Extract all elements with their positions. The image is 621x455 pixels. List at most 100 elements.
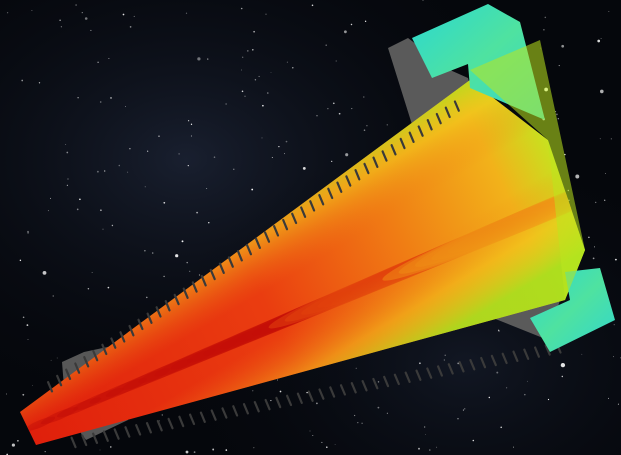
star bbox=[556, 113, 558, 116]
corrugation-tooth bbox=[119, 331, 126, 343]
corrugation-tooth bbox=[282, 218, 289, 231]
star bbox=[197, 57, 201, 61]
star bbox=[21, 79, 24, 82]
star bbox=[558, 65, 560, 67]
star bbox=[26, 324, 29, 326]
corrugation-tooth bbox=[137, 318, 144, 331]
star bbox=[240, 7, 243, 10]
star bbox=[146, 296, 148, 299]
star bbox=[363, 96, 365, 98]
corrugation-tooth bbox=[74, 362, 81, 374]
star bbox=[246, 50, 249, 52]
star bbox=[47, 210, 49, 212]
star bbox=[242, 56, 244, 58]
star bbox=[386, 412, 388, 414]
corrugation-tooth bbox=[286, 394, 293, 407]
corrugation-tooth bbox=[113, 428, 120, 440]
star bbox=[56, 357, 58, 359]
star bbox=[127, 171, 129, 173]
star bbox=[302, 166, 306, 170]
star bbox=[108, 58, 110, 60]
star bbox=[244, 95, 246, 97]
star bbox=[133, 15, 135, 17]
star bbox=[472, 439, 475, 442]
star bbox=[617, 403, 619, 405]
corrugation-tooth bbox=[408, 131, 415, 143]
corrugation-tooth bbox=[307, 390, 314, 402]
star bbox=[158, 135, 160, 137]
star bbox=[158, 420, 160, 422]
corrugation-tooth bbox=[426, 367, 433, 379]
star bbox=[163, 201, 166, 204]
star bbox=[254, 79, 257, 81]
star bbox=[561, 44, 565, 48]
corrugation-tooth bbox=[444, 106, 451, 119]
corrugation-tooth bbox=[200, 275, 207, 287]
star bbox=[206, 187, 208, 189]
corrugation-tooth bbox=[146, 312, 153, 324]
star bbox=[497, 329, 500, 331]
star bbox=[436, 446, 438, 448]
star bbox=[526, 380, 528, 382]
star bbox=[610, 138, 612, 140]
star bbox=[207, 58, 209, 60]
corrugation-tooth bbox=[218, 262, 225, 274]
star bbox=[500, 426, 503, 429]
star bbox=[32, 385, 33, 386]
corrugation-tooth bbox=[345, 175, 352, 187]
star bbox=[163, 275, 165, 278]
star bbox=[38, 82, 41, 84]
corrugation-tooth bbox=[227, 256, 234, 268]
corrugation-tooth bbox=[273, 225, 280, 237]
corrugation-tooth bbox=[275, 396, 282, 409]
corrugation-tooth bbox=[110, 337, 117, 349]
star bbox=[100, 209, 102, 212]
corrugation-tooth bbox=[480, 356, 487, 369]
star bbox=[608, 10, 610, 13]
corrugation-tooth bbox=[81, 434, 88, 447]
corrugation-tooth bbox=[164, 300, 171, 312]
star bbox=[76, 208, 79, 211]
corrugation-tooth bbox=[232, 405, 239, 417]
star bbox=[496, 371, 499, 374]
star bbox=[50, 197, 52, 199]
star bbox=[600, 38, 602, 39]
star bbox=[418, 447, 420, 450]
star bbox=[22, 316, 25, 319]
star bbox=[321, 441, 323, 443]
corrugation-tooth bbox=[291, 212, 298, 225]
star bbox=[331, 160, 333, 163]
corrugation-tooth bbox=[435, 112, 442, 125]
star bbox=[190, 135, 192, 137]
star bbox=[104, 170, 106, 172]
star bbox=[99, 449, 101, 451]
star bbox=[151, 252, 154, 254]
star bbox=[424, 426, 426, 428]
star bbox=[60, 26, 63, 28]
star bbox=[488, 396, 491, 399]
star bbox=[555, 111, 557, 112]
corrugation-tooth bbox=[101, 343, 108, 356]
star bbox=[96, 170, 99, 173]
corrugation-tooth bbox=[417, 125, 424, 137]
star bbox=[462, 409, 464, 411]
star bbox=[286, 61, 288, 63]
star bbox=[31, 9, 33, 12]
star bbox=[251, 188, 254, 191]
star bbox=[75, 4, 77, 6]
star bbox=[355, 367, 357, 369]
corrugation-tooth bbox=[453, 100, 460, 112]
star bbox=[581, 353, 583, 355]
star bbox=[350, 23, 353, 26]
star bbox=[52, 295, 54, 297]
star bbox=[233, 168, 235, 170]
corrugation-tooth bbox=[91, 432, 99, 444]
star bbox=[326, 446, 328, 448]
star bbox=[241, 69, 242, 71]
star bbox=[27, 230, 29, 232]
star bbox=[444, 354, 446, 356]
corrugation-tooth bbox=[458, 361, 465, 373]
star bbox=[147, 150, 149, 152]
star bbox=[252, 49, 254, 51]
star bbox=[605, 173, 606, 175]
